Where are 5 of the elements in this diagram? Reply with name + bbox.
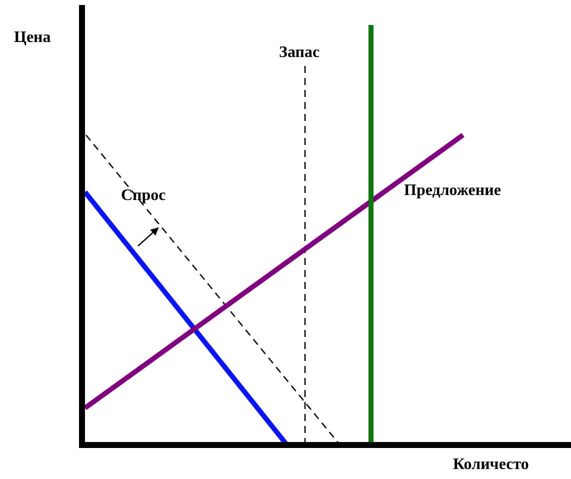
- line-label: Спрос: [121, 188, 166, 204]
- line-label: Запас: [279, 45, 320, 61]
- line-label: Предложение: [404, 183, 501, 199]
- axis-title: Количесто: [453, 457, 529, 473]
- axis-title: Цена: [14, 30, 51, 46]
